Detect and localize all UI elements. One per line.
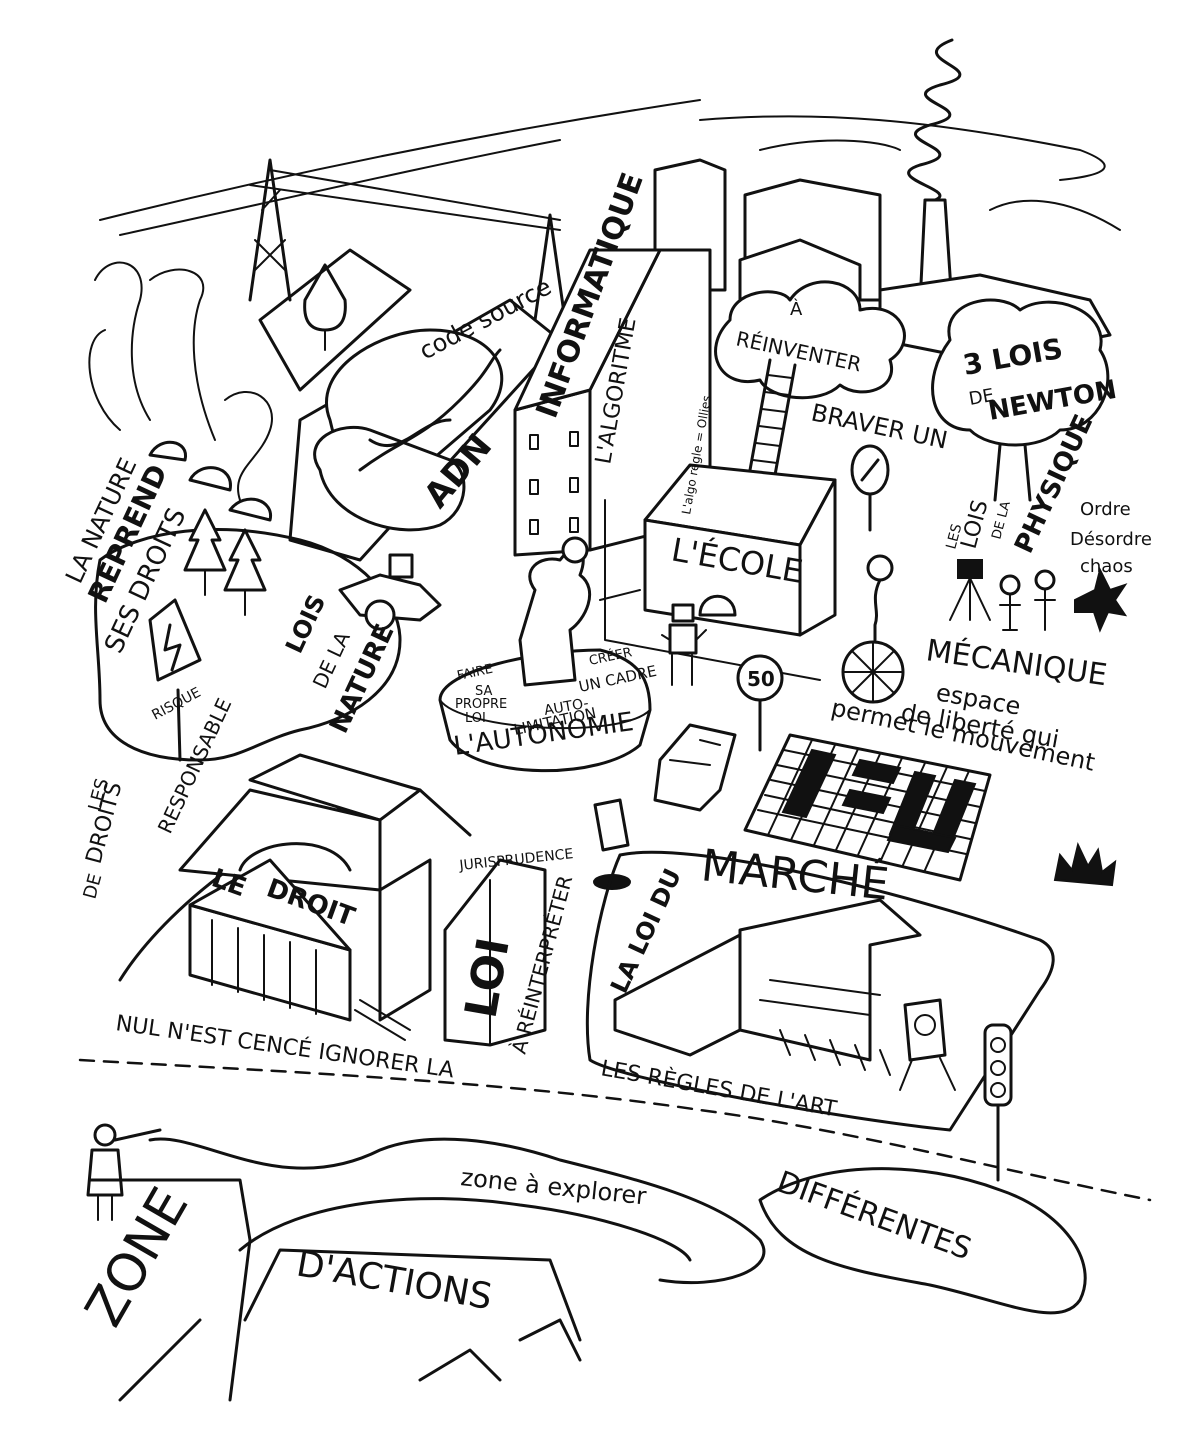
- newton-tree: [931, 298, 1110, 502]
- tribunal-building: [118, 753, 472, 1041]
- speed-sign-icon: [736, 654, 784, 752]
- label-regles-art: LES RÈGLES DE L'ART: [599, 1055, 839, 1122]
- pylon-icon: [248, 158, 567, 322]
- label-faire-2: SA: [475, 684, 492, 699]
- label-lois-physique-lois: LOIS: [957, 498, 994, 552]
- robot-icon: [661, 603, 707, 686]
- thinker-statue-icon: [438, 536, 652, 773]
- label-desordre: Désordre: [1070, 529, 1152, 550]
- reinventer-cloud: [714, 280, 906, 400]
- unicycle-person-icon: [841, 554, 905, 704]
- dna-helix-icon: [313, 328, 504, 532]
- marche-building: [585, 850, 1055, 1132]
- warning-sign-icon: [148, 598, 202, 762]
- nature-zone: [88, 261, 402, 762]
- label-faire-4: LOI: [465, 711, 486, 726]
- label-ordre: Ordre: [1080, 499, 1131, 520]
- label-a: À: [790, 298, 803, 320]
- camera-tripod-icon: [949, 559, 1128, 633]
- car-icon: [338, 553, 737, 812]
- telescope-person-icon: [86, 1123, 162, 1221]
- roads: [78, 1058, 1152, 1402]
- label-droits-3: DE: [80, 871, 107, 901]
- label-auto-1: AUTO-: [543, 695, 590, 719]
- ladder-icon: [748, 358, 797, 477]
- label-lois-physique-de: DE LA: [989, 500, 1014, 541]
- label-zone: ZONE: [74, 1178, 200, 1336]
- label-risque: RISQUE: [149, 685, 203, 724]
- label-faire-3: PROPRE: [455, 697, 507, 712]
- label-speed: 50: [747, 667, 775, 691]
- loi-book-icon: [443, 858, 547, 1047]
- label-braver: BRAVER UN: [809, 398, 950, 454]
- crossword-grid-icon: [743, 733, 992, 882]
- label-newton-2: DE: [967, 385, 995, 410]
- no-entry-sign-icon: [850, 444, 890, 532]
- trash-can-icon: [593, 798, 631, 890]
- label-chaos: chaos: [1080, 556, 1133, 577]
- label-zone-explorer: zone à explorer: [459, 1163, 647, 1210]
- horizon-lines: [99, 99, 1121, 236]
- traffic-light-icon: [983, 1023, 1013, 1182]
- tree-icon: [183, 263, 347, 616]
- label-faire-1: FAIRE: [456, 662, 495, 684]
- label-lois-physique-les: LES: [943, 522, 965, 551]
- grass-tuft-icon: [1053, 842, 1117, 887]
- painting-easel-icon: [899, 998, 956, 1091]
- code-source-block: [258, 248, 562, 562]
